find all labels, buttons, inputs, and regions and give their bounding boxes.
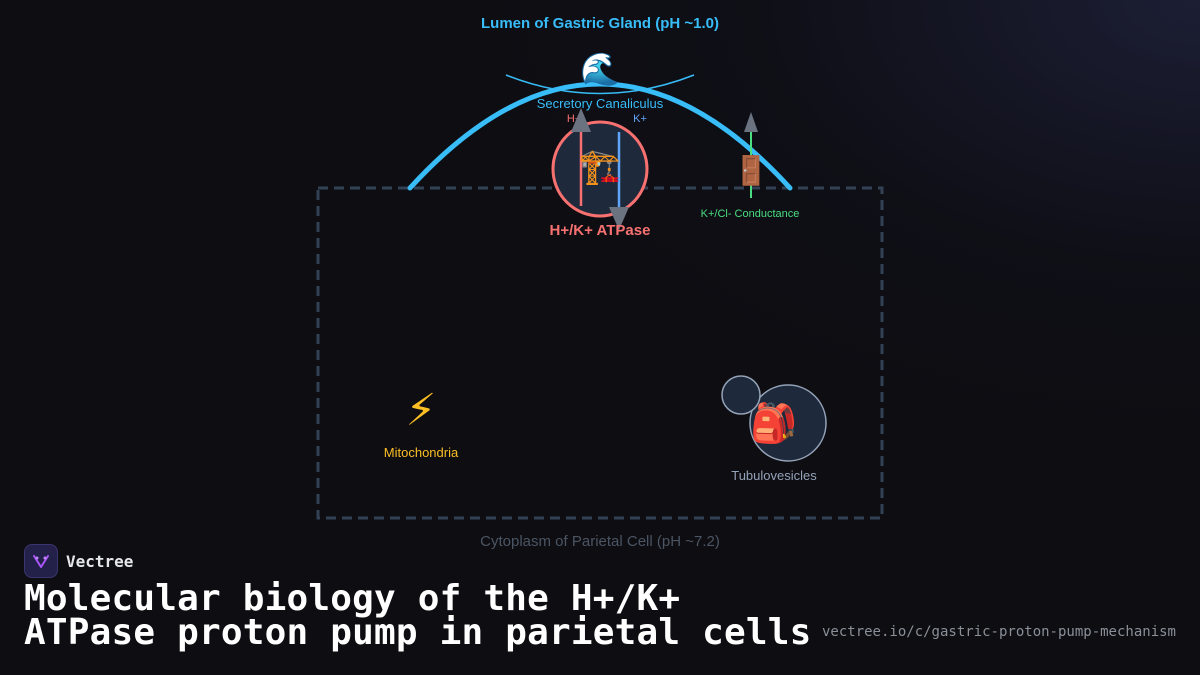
canaliculus-inner-line	[505, 74, 695, 95]
page-title: Molecular biology of the H+/K+ ATPase pr…	[24, 578, 812, 653]
lumen-label: Lumen of Gastric Gland (pH ~1.0)	[481, 15, 719, 32]
canaliculus-label: Secretory Canaliculus	[537, 96, 664, 111]
vectree-logo-icon	[24, 544, 58, 578]
tubulovesicles-label: Tubulovesicles	[731, 468, 817, 483]
channel-label: K+/Cl- Conductance	[701, 208, 800, 220]
brand-name: Vectree	[66, 551, 134, 571]
tubulovesicle-large	[749, 384, 827, 462]
secretory-canaliculus-arc	[407, 81, 793, 191]
door-icon: 🚪	[734, 154, 769, 187]
atpase-label: H+/K+ ATPase	[550, 222, 651, 239]
wave-icon: 🌊	[580, 50, 620, 88]
channel-arrow-up	[744, 112, 758, 132]
source-url: vectree.io/c/gastric-proton-pump-mechani…	[821, 624, 1176, 640]
lightning-icon: ⚡	[406, 385, 437, 436]
mitochondria-label: Mitochondria	[384, 445, 459, 460]
k-ion-arrow-down	[609, 207, 629, 230]
crane-icon: 🏗️	[579, 147, 621, 187]
atpase-pump-circle	[551, 120, 649, 218]
k-ion-label: K+	[633, 113, 647, 125]
tubulovesicle-small	[721, 375, 761, 415]
h-ion-arrow-up	[571, 108, 591, 132]
cytoplasm-label: Cytoplasm of Parietal Cell (pH ~7.2)	[480, 533, 720, 550]
backpack-icon: 🎒	[750, 401, 797, 446]
brand: Vectree	[24, 544, 133, 578]
